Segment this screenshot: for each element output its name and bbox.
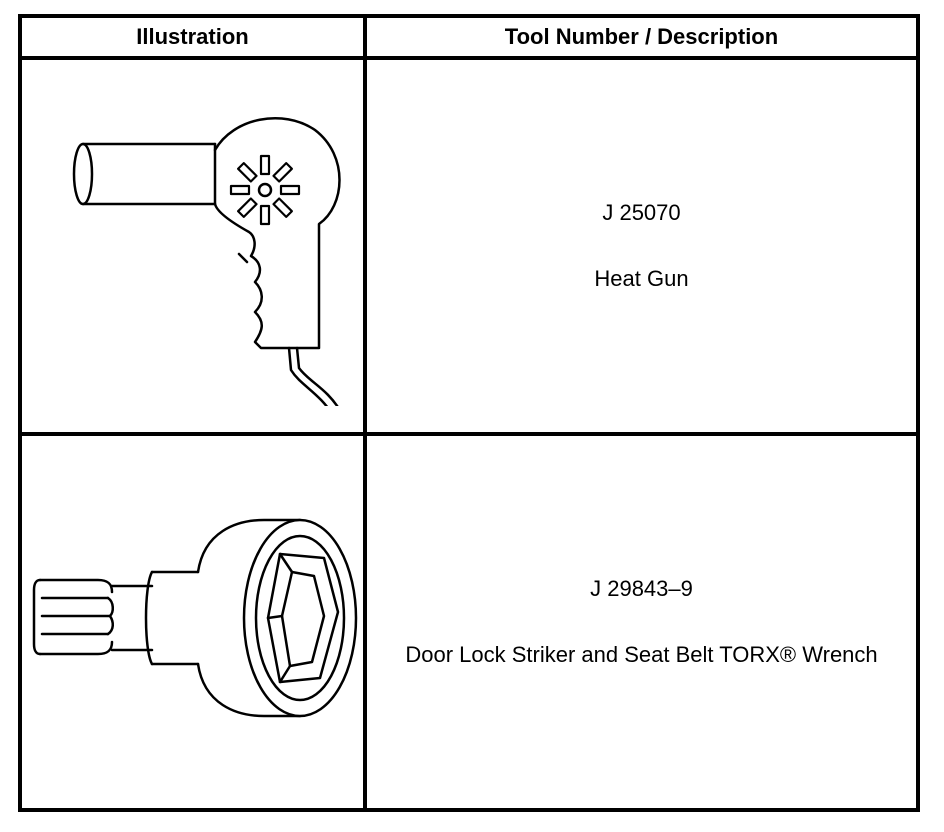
header-illustration: Illustration (18, 14, 367, 60)
illustration-cell (18, 56, 367, 436)
header-tool-description: Tool Number / Description (363, 14, 920, 60)
tool-description: Door Lock Striker and Seat Belt TORX® Wr… (405, 642, 878, 667)
illustration-cell (18, 432, 367, 812)
description-cell: J 25070 Heat Gun (363, 56, 920, 436)
torx-wrench-icon (32, 518, 357, 718)
tool-number: J 25070 (602, 200, 681, 225)
table-row: J 25070 Heat Gun (18, 56, 920, 436)
tool-table: Illustration Tool Number / Description (18, 14, 920, 812)
tool-description: Heat Gun (594, 266, 689, 291)
header-row: Illustration Tool Number / Description (18, 14, 920, 60)
table-row: J 29843–9 Door Lock Striker and Seat Bel… (18, 432, 920, 812)
heat-gun-icon (72, 117, 341, 406)
description-cell: J 29843–9 Door Lock Striker and Seat Bel… (363, 432, 920, 812)
tool-number: J 29843–9 (590, 576, 693, 601)
